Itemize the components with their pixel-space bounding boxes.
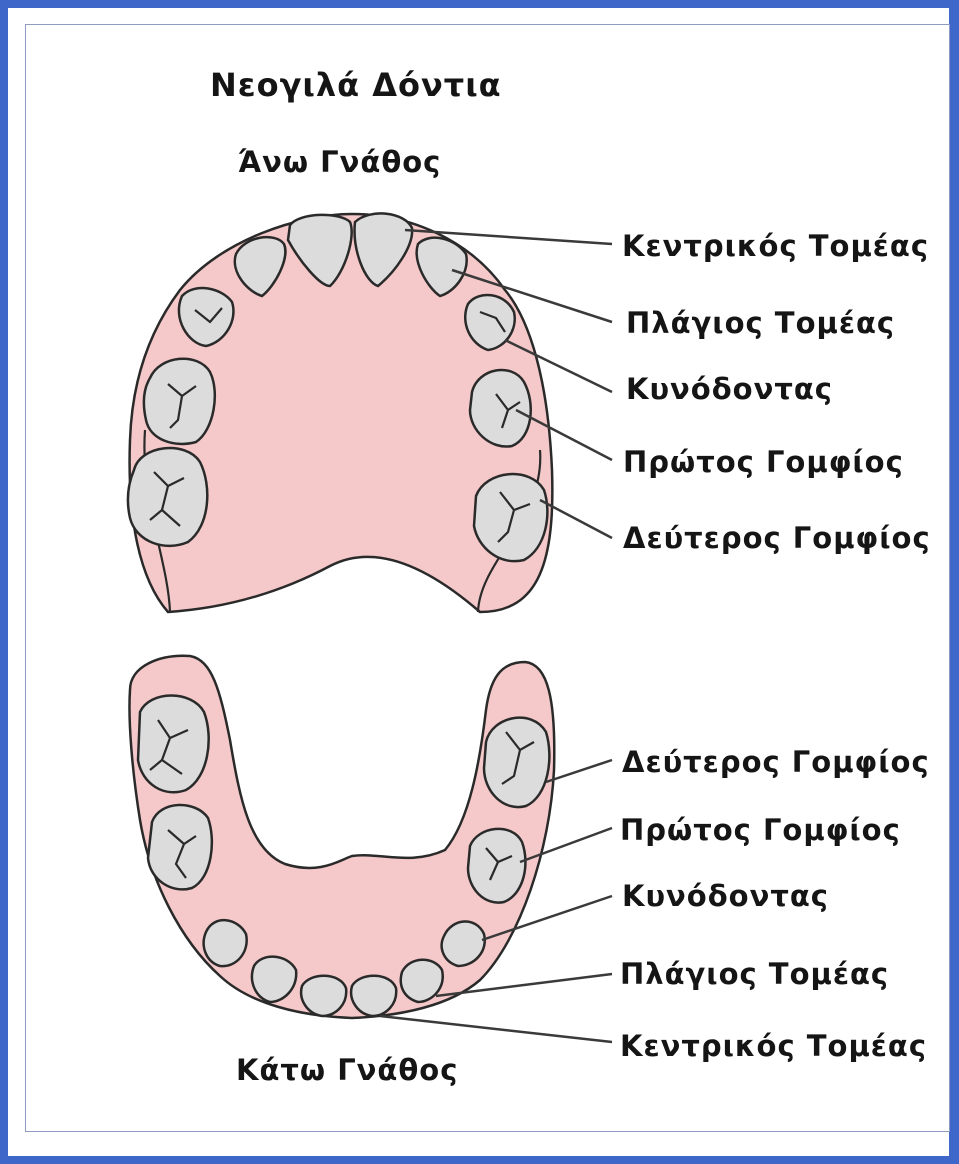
upper-label-lateral-incisor: Πλάγιος Τομέας xyxy=(626,306,895,340)
lower-leader-second-molar xyxy=(546,760,612,782)
lower-canine-left xyxy=(204,920,247,966)
lower-label-first-molar: Πρώτος Γομφίος xyxy=(620,813,901,847)
upper-label-central-incisor: Κεντρικός Τομέας xyxy=(622,229,929,263)
lower-central-incisor-left xyxy=(301,976,346,1016)
lower-label-lateral-incisor: Πλάγιος Τομέας xyxy=(620,957,889,991)
upper-jaw-label: Άνω Γνάθος xyxy=(238,145,441,179)
lower-label-second-molar: Δεύτερος Γομφίος xyxy=(622,745,930,779)
lower-label-central-incisor: Κεντρικός Τομέας xyxy=(620,1029,927,1063)
lower-central-incisor-right xyxy=(351,976,396,1016)
upper-label-first-molar: Πρώτος Γομφίος xyxy=(623,445,904,479)
upper-first-molar-right xyxy=(470,370,531,447)
upper-label-second-molar: Δεύτερος Γομφίος xyxy=(623,521,931,555)
upper-first-molar-left xyxy=(144,359,215,444)
lower-jaw xyxy=(129,656,612,1042)
upper-jaw xyxy=(128,213,612,612)
lower-leader-central-incisor xyxy=(380,1016,612,1042)
lower-first-molar-left xyxy=(148,805,212,889)
upper-second-molar-left xyxy=(128,448,207,546)
upper-label-canine: Κυνόδοντας xyxy=(626,372,833,406)
lower-second-molar-left xyxy=(138,696,209,793)
lower-jaw-label: Κάτω Γνάθος xyxy=(236,1053,458,1087)
diagram-title: Νεογιλά Δόντια xyxy=(210,66,502,104)
upper-second-molar-right xyxy=(474,474,547,561)
lower-label-canine: Κυνόδοντας xyxy=(622,879,829,913)
